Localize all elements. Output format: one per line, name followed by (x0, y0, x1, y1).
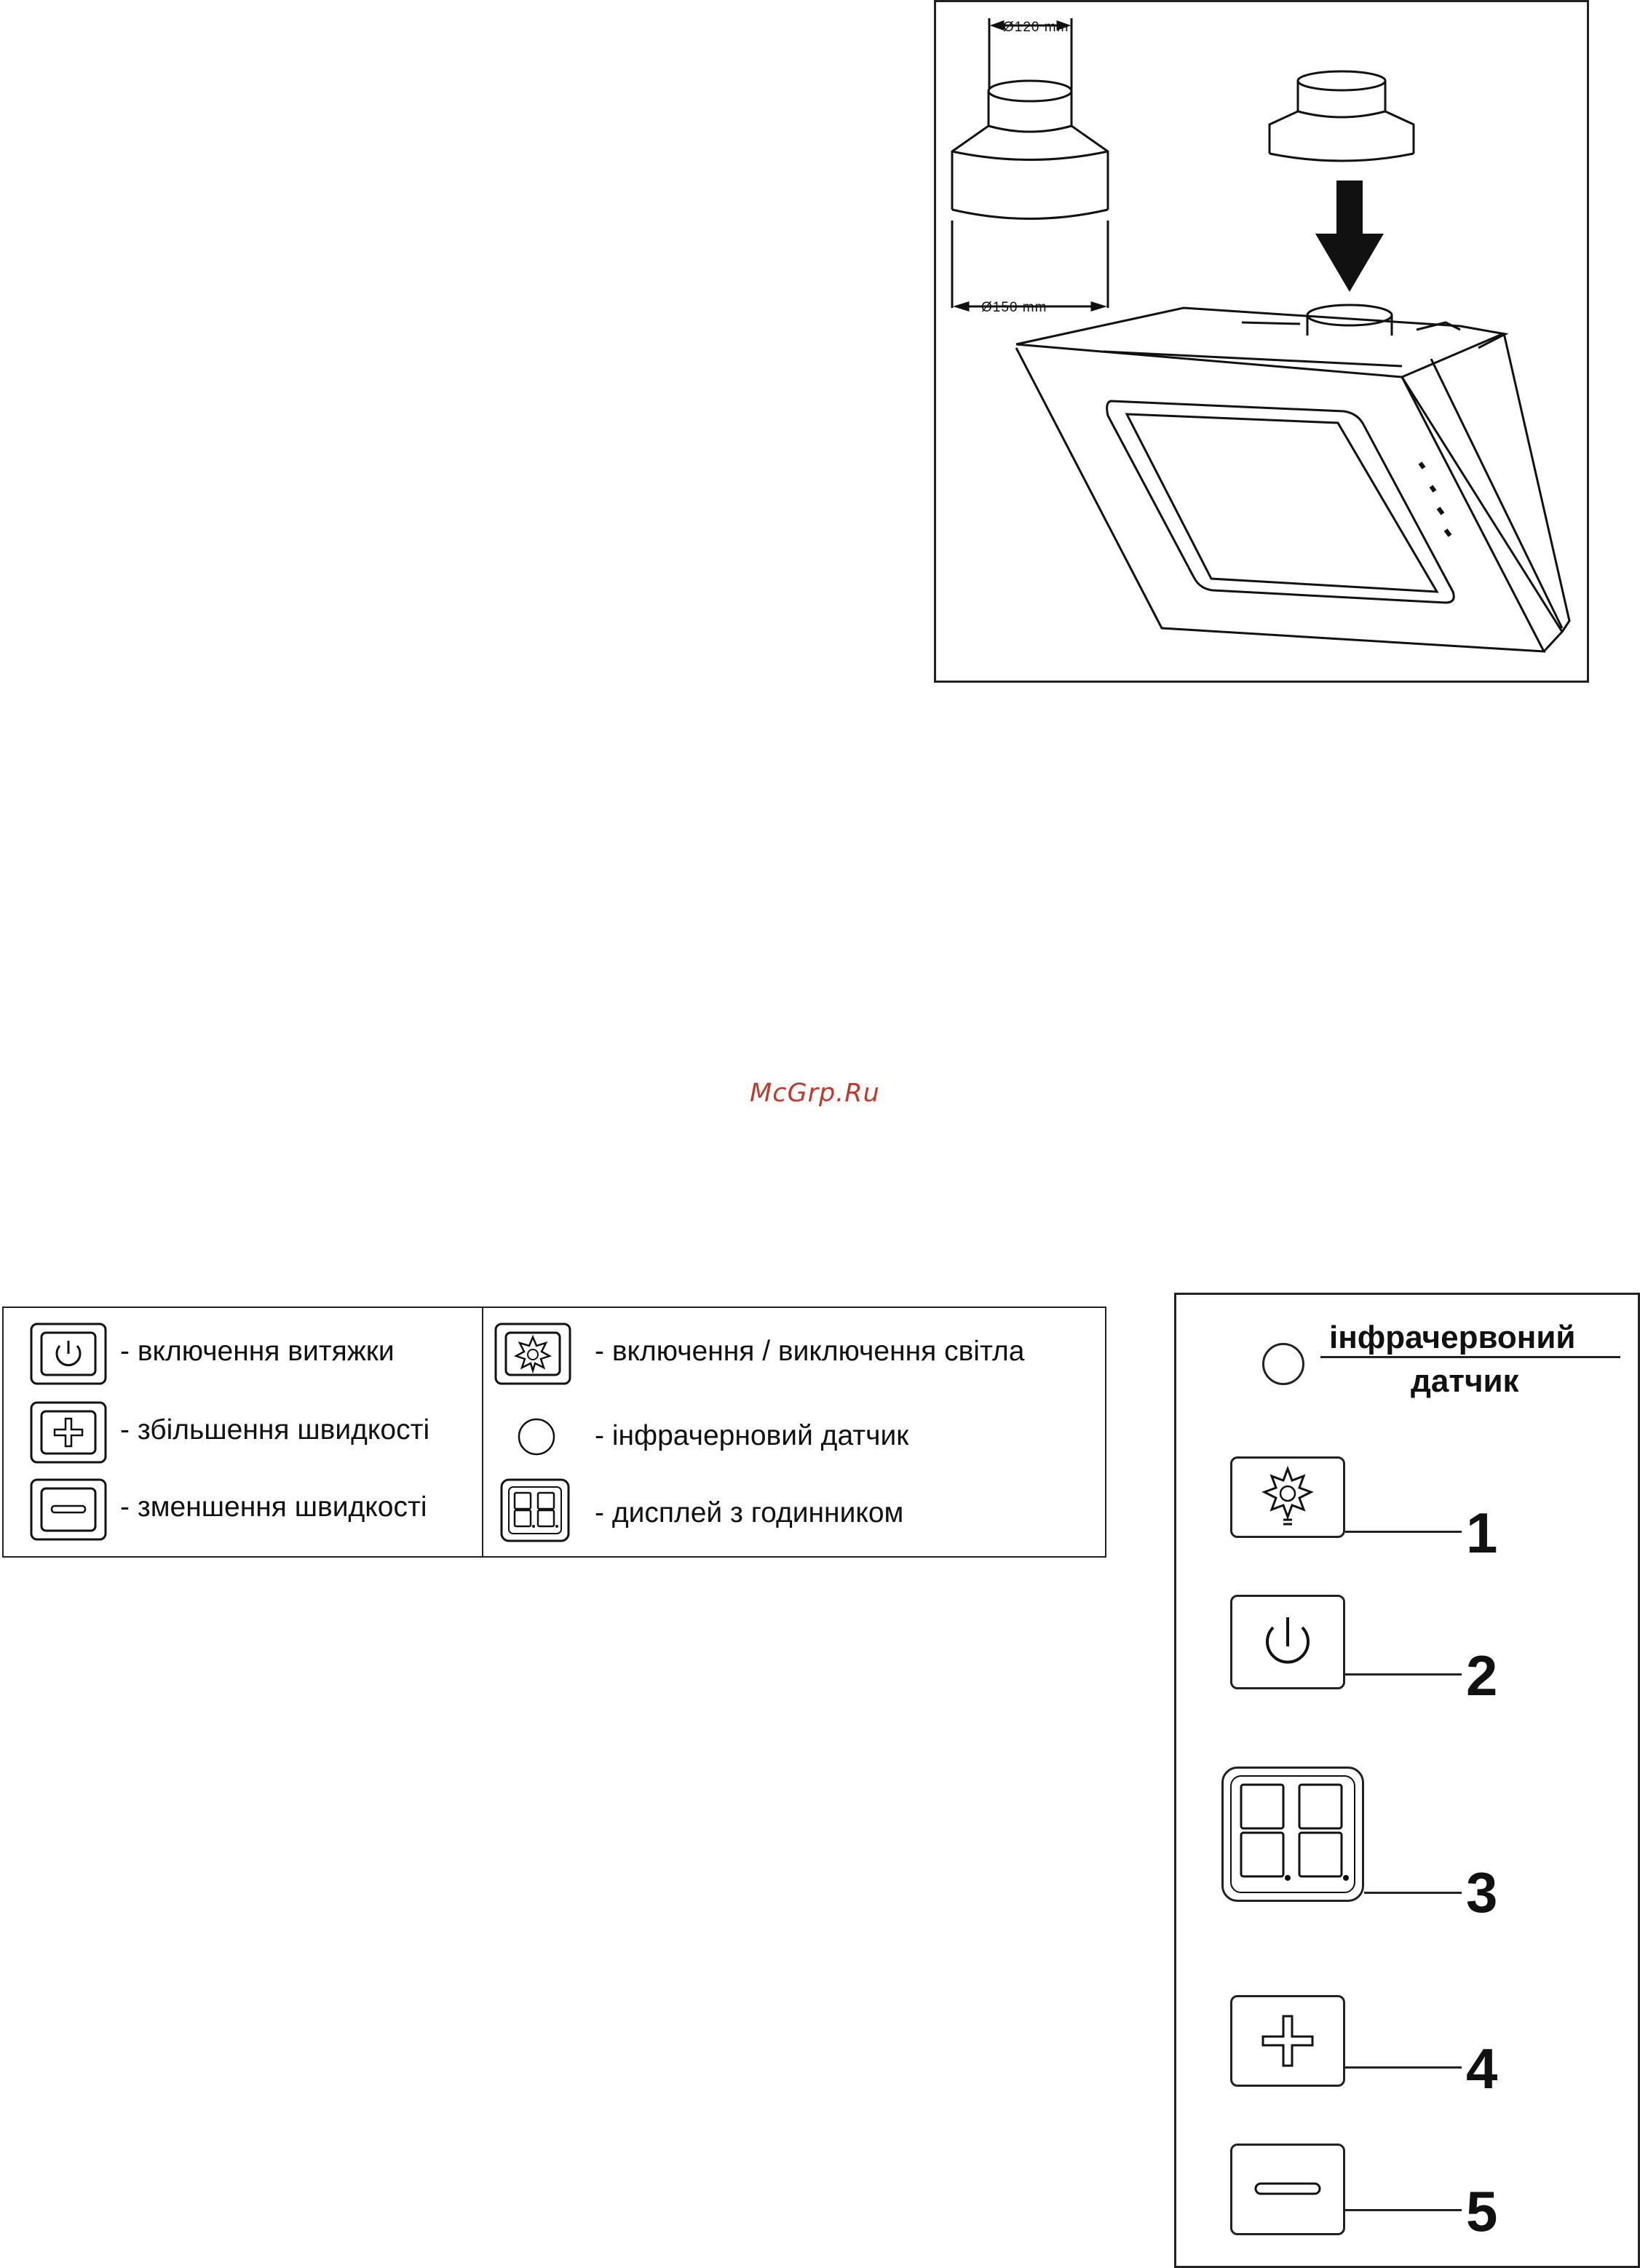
leader-line-3 (1364, 1892, 1462, 1894)
plus-icon (28, 1400, 108, 1465)
display-clock-icon (1224, 1769, 1362, 1900)
power-icon (28, 1321, 108, 1387)
legend-table: - включення витяжки - збільшення швидкос… (2, 1307, 1106, 1558)
infrared-sensor-icon (517, 1417, 556, 1456)
legend-label-minus: - зменшення швидкості (120, 1491, 427, 1523)
dimension-bottom-label: Ø150 mm (981, 300, 1047, 315)
legend-label-sensor: - інфрачерновий датчик (595, 1420, 908, 1452)
light-bulb-icon (1232, 1459, 1343, 1536)
legend-divider (482, 1308, 483, 1556)
leader-line-5 (1345, 2209, 1462, 2211)
power-icon (1232, 1597, 1343, 1687)
sensor-label-line1: інфрачервоний (1329, 1320, 1575, 1356)
minus-icon (1232, 2146, 1343, 2233)
callout-number-2: 2 (1466, 1643, 1497, 1709)
light-button[interactable] (1230, 1456, 1345, 1538)
legend-label-power: - включення витяжки (120, 1336, 395, 1368)
callout-number-3: 3 (1466, 1860, 1497, 1926)
callout-number-4: 4 (1466, 2036, 1497, 2102)
plus-icon (1232, 1997, 1343, 2085)
watermark: McGrp.Ru (750, 1079, 910, 1108)
callout-number-5: 5 (1466, 2178, 1497, 2245)
hood-drawing: Ø120 mm Ø150 mm (936, 2, 1591, 685)
clock-display (1221, 1767, 1364, 1902)
leader-line-4 (1345, 2066, 1462, 2069)
control-panel-diagram: інфрачервоний датчик 1 2 (1174, 1293, 1640, 2268)
callout-number-1: 1 (1466, 1500, 1497, 1566)
hood-installation-figure: Ø120 mm Ø150 mm (934, 0, 1589, 683)
minus-icon (28, 1477, 108, 1542)
display-clock-icon (499, 1477, 571, 1544)
legend-label-display: - дисплей з годинником (595, 1497, 903, 1529)
speed-decrease-button[interactable] (1230, 2144, 1345, 2235)
light-bulb-icon (493, 1321, 573, 1387)
sensor-label-line2: датчик (1411, 1363, 1519, 1400)
legend-label-plus: - збільшення швидкості (120, 1414, 429, 1446)
leader-line-1 (1345, 1531, 1462, 1533)
infrared-sensor-icon (1262, 1343, 1304, 1385)
leader-line-2 (1345, 1673, 1462, 1676)
dimension-top-label: Ø120 mm (1003, 20, 1069, 35)
speed-increase-button[interactable] (1230, 1995, 1345, 2087)
legend-label-light: - включення / виключення світла (595, 1336, 1024, 1368)
power-button[interactable] (1230, 1595, 1345, 1689)
sensor-leader-line (1320, 1356, 1620, 1358)
